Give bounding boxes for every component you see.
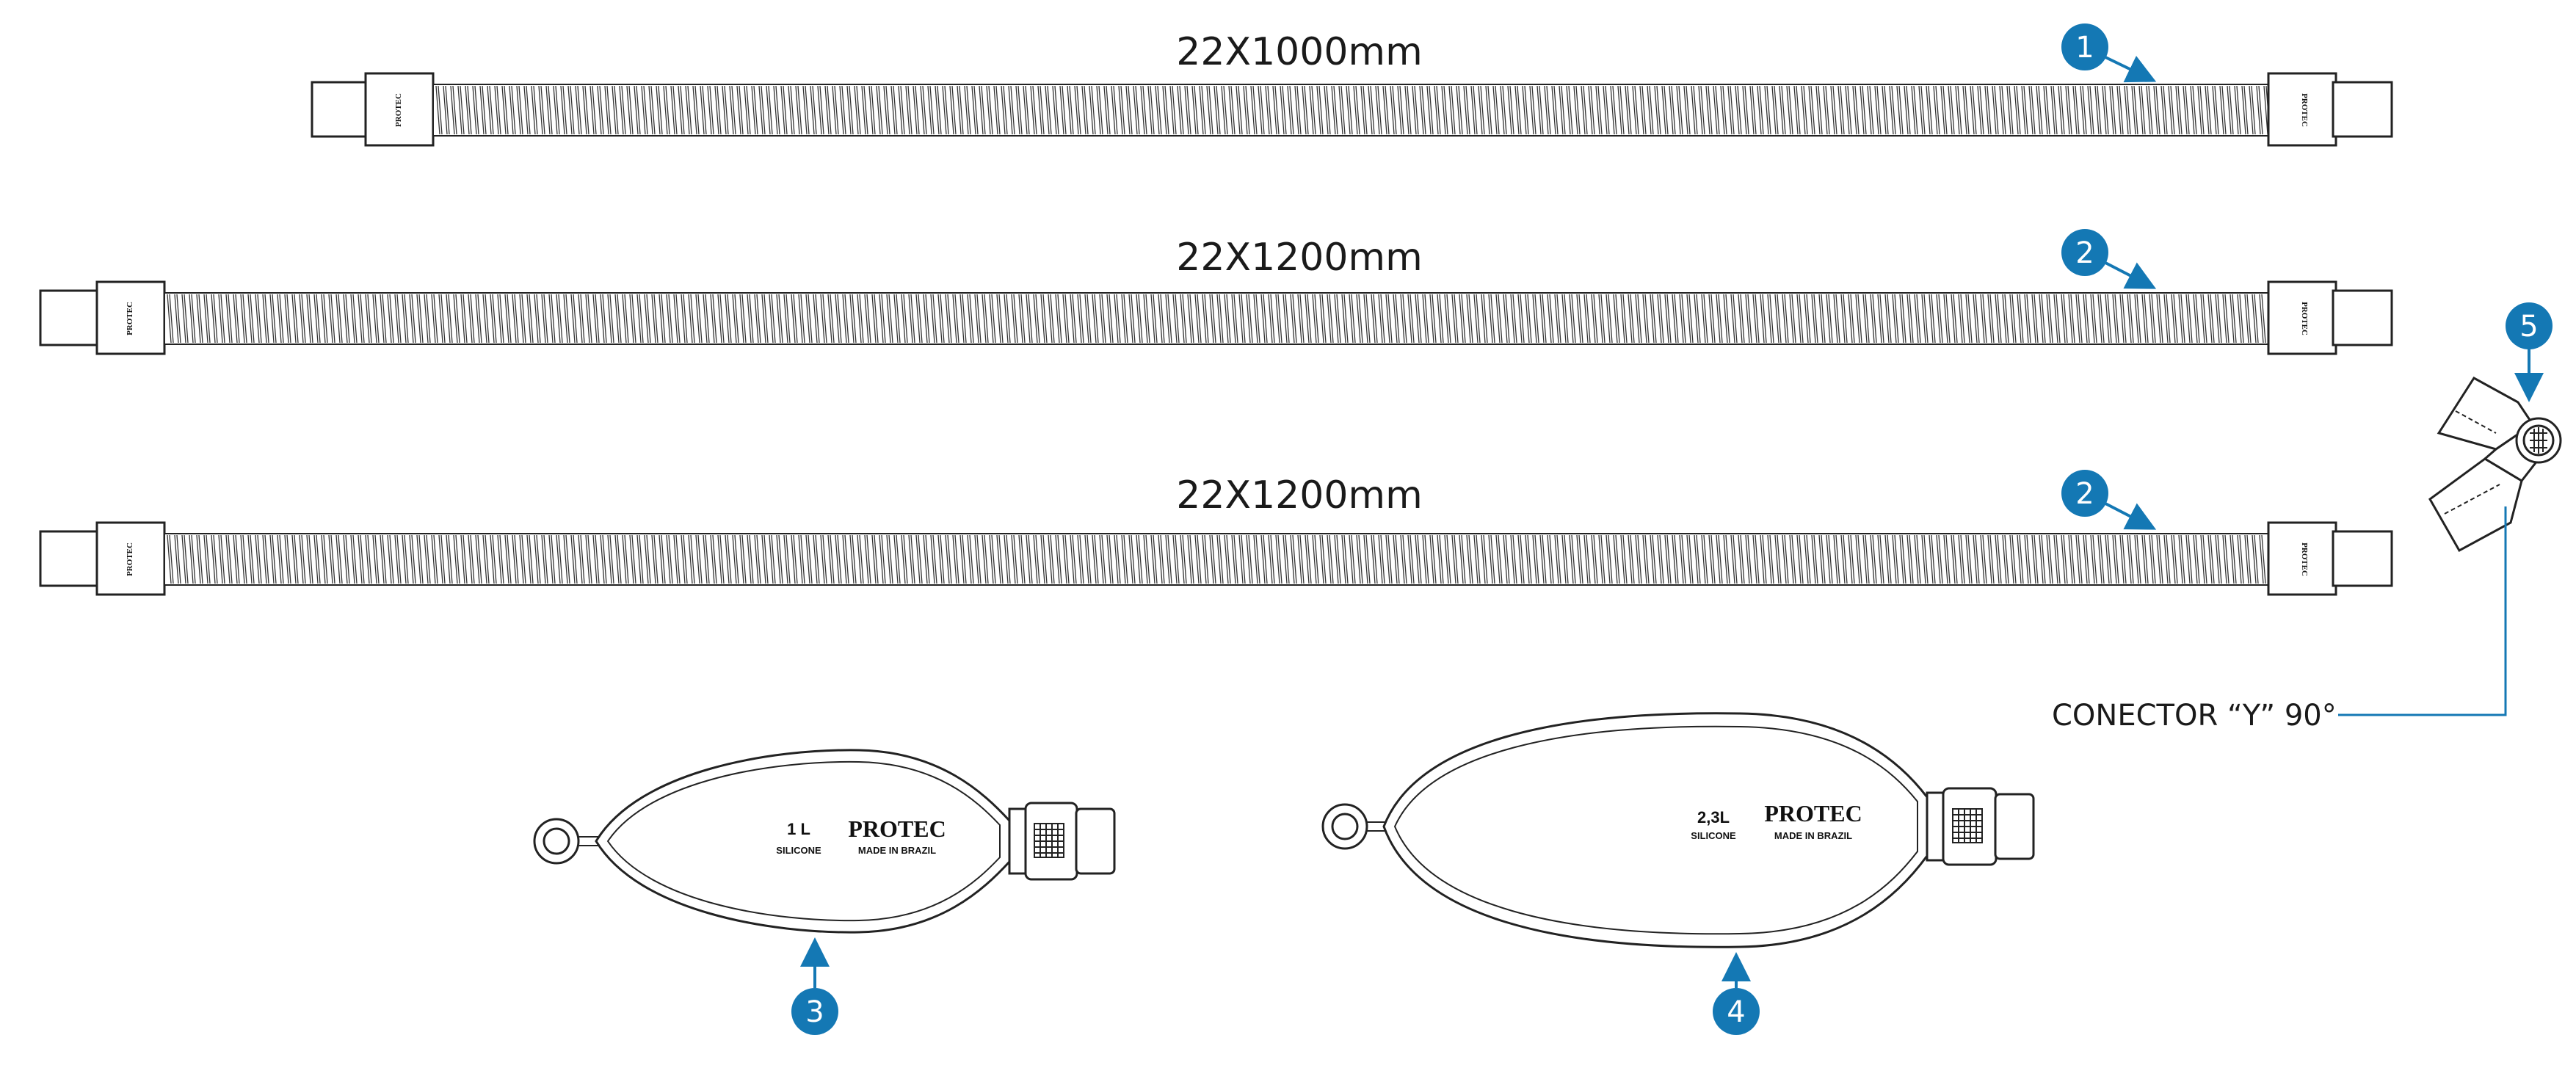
bag-1-eyelet xyxy=(533,818,602,865)
callout-2b-badge xyxy=(2061,470,2108,517)
hose-1: 22X1000mm PROTEC PROTEC 1 xyxy=(311,23,2393,147)
hose-3-left-brand: PROTEC xyxy=(126,542,134,576)
y-connector-part xyxy=(2428,377,2562,553)
hose-1-left-connector xyxy=(364,72,435,147)
bag-1-origin: MADE IN BRAZIL xyxy=(858,845,936,856)
callout-3-badge xyxy=(791,988,838,1035)
callout-5: 5 xyxy=(2506,302,2553,402)
y-connector-lower-arm xyxy=(2428,457,2523,553)
callout-2a: 2 xyxy=(2061,229,2157,289)
callout-2b: 2 xyxy=(2061,470,2157,530)
bag-1: 1 L SILICONE PROTEC MADE IN BRAZIL 3 xyxy=(533,749,1116,1035)
hose-corrugation xyxy=(164,533,2269,586)
callout-2b-number: 2 xyxy=(2075,477,2094,511)
hose-3-left-cuff xyxy=(39,530,102,587)
callout-2b-arrow xyxy=(2105,502,2157,530)
hose-3-right-cuff xyxy=(2332,530,2393,587)
hose-3-size-label: 22X1200mm xyxy=(1176,473,1422,517)
hose-3-body: PROTEC PROTEC xyxy=(39,521,2393,596)
bag-1-volume: 1 L xyxy=(787,820,810,838)
bag-2-eyelet xyxy=(1321,803,1386,850)
y-connector-upper-arm xyxy=(2437,377,2535,451)
bag-1-body xyxy=(595,749,1011,934)
hose-3-right-connector xyxy=(2267,521,2337,596)
callout-1-arrow xyxy=(2105,56,2157,83)
hose-corrugation xyxy=(164,292,2269,345)
bag-1-inner-outline xyxy=(606,760,1001,922)
callout-4-number: 4 xyxy=(1727,995,1745,1029)
hose-1-left-cuff xyxy=(311,81,372,138)
callout-3-number: 3 xyxy=(805,995,824,1029)
callout-4: 4 xyxy=(1713,952,1760,1035)
y-connector-lower-seam xyxy=(2444,484,2500,515)
hose-2-right-cuff xyxy=(2332,289,2393,346)
hose-3-left-connector xyxy=(95,521,166,596)
y-connector-leader-line xyxy=(2338,506,2507,716)
bag-2-material: SILICONE xyxy=(1691,830,1736,841)
bag-2: 2,3L SILICONE PROTEC MADE IN BRAZIL 4 xyxy=(1321,712,2035,1035)
bag-2-volume: 2,3L xyxy=(1697,808,1730,827)
callout-2a-arrow xyxy=(2105,261,2157,289)
bag-2-neck xyxy=(1926,787,2035,866)
hose-2-left-brand: PROTEC xyxy=(126,302,134,335)
hose-2-right-brand: PROTEC xyxy=(2300,302,2309,335)
y-connector-upper-seam xyxy=(2455,410,2497,434)
callout-2a-number: 2 xyxy=(2075,236,2094,270)
hose-3: 22X1200mm PROTEC PROTEC 2 xyxy=(39,470,2393,596)
hose-2-left-cuff xyxy=(39,289,102,346)
hose-1-body: PROTEC PROTEC xyxy=(311,72,2393,147)
hose-2-body: PROTEC PROTEC xyxy=(39,280,2393,355)
y-connector: 5 CONECTOR “Y” 90° xyxy=(2052,302,2562,733)
hose-2-size-label: 22X1200mm xyxy=(1176,236,1422,280)
bag-1-neck xyxy=(1008,802,1116,881)
callout-1: 1 xyxy=(2061,23,2157,83)
bag-2-inner-outline xyxy=(1393,725,1918,935)
hose-corrugation xyxy=(432,84,2271,137)
bag-1-material: SILICONE xyxy=(776,845,821,856)
callout-5-badge xyxy=(2506,302,2553,349)
bag-1-brand: PROTEC xyxy=(848,815,946,842)
callout-5-number: 5 xyxy=(2519,310,2538,344)
y-connector-label: CONECTOR “Y” 90° xyxy=(2052,699,2337,733)
callout-2a-badge xyxy=(2061,229,2108,276)
hose-3-right-brand: PROTEC xyxy=(2300,542,2309,576)
hose-1-right-connector xyxy=(2267,72,2337,147)
bag-2-brand: PROTEC xyxy=(1764,800,1862,827)
hose-1-right-cuff xyxy=(2332,81,2393,138)
hose-1-size-label: 22X1000mm xyxy=(1176,30,1422,74)
callout-1-badge xyxy=(2061,23,2108,70)
callout-4-badge xyxy=(1713,988,1760,1035)
hose-1-right-brand: PROTEC xyxy=(2300,93,2309,127)
callout-3: 3 xyxy=(791,937,838,1035)
hose-2: 22X1200mm PROTEC PROTEC 2 xyxy=(39,229,2393,355)
hose-2-right-connector xyxy=(2267,280,2337,355)
y-connector-port-grid xyxy=(2530,427,2547,454)
hose-1-left-brand: PROTEC xyxy=(394,93,403,127)
bag-2-origin: MADE IN BRAZIL xyxy=(1774,830,1852,841)
callout-1-number: 1 xyxy=(2075,31,2094,65)
